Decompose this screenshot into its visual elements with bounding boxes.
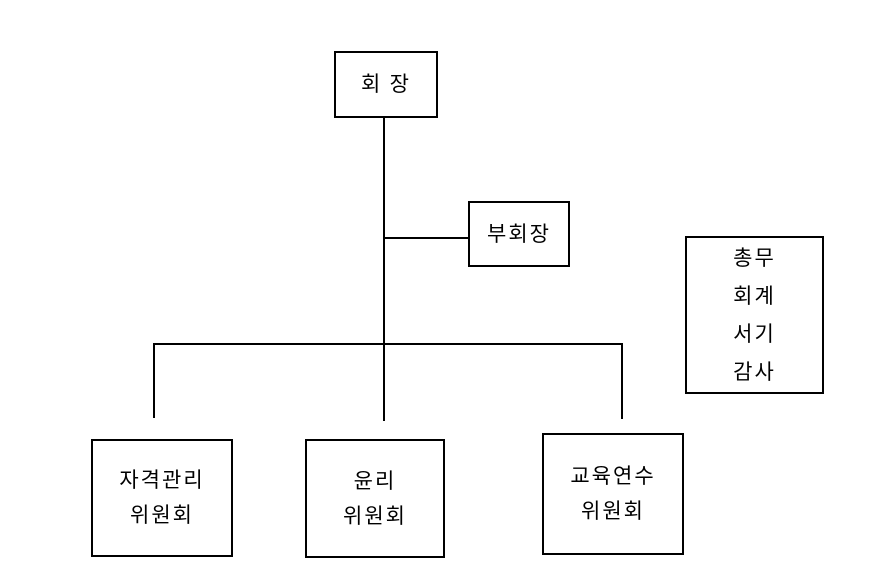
connector-drop-education <box>621 343 623 419</box>
education-committee-box: 교육연수 위원회 <box>542 433 684 555</box>
ethics-committee-label-line2: 위원회 <box>343 503 407 528</box>
education-committee-label-line2: 위원회 <box>581 499 645 523</box>
chairman-box: 회 장 <box>334 51 438 118</box>
vice-chairman-label: 부회장 <box>487 221 551 246</box>
connector-drop-qualification <box>153 343 155 418</box>
qualification-committee-box: 자격관리 위원회 <box>91 439 233 557</box>
connector-committees-bar <box>153 343 623 345</box>
officers-label-auditor: 감사 <box>733 360 776 384</box>
qualification-committee-label-line1: 자격관리 <box>119 468 205 492</box>
connector-vice-chairman-branch <box>383 237 468 239</box>
ethics-committee-label-line1: 윤리 <box>353 468 397 493</box>
officers-box: 총무 회계 서기 감사 <box>685 236 824 394</box>
connector-chairman-trunk <box>383 117 385 421</box>
chairman-label: 회 장 <box>361 72 411 96</box>
officers-label-accounting: 회계 <box>733 284 776 308</box>
ethics-committee-box: 윤리 위원회 <box>305 439 445 558</box>
vice-chairman-box: 부회장 <box>468 201 570 267</box>
qualification-committee-label-line2: 위원회 <box>130 503 194 527</box>
officers-label-general-affairs: 총무 <box>733 246 776 270</box>
education-committee-label-line1: 교육연수 <box>570 464 656 488</box>
officers-label-secretary: 서기 <box>733 322 776 346</box>
